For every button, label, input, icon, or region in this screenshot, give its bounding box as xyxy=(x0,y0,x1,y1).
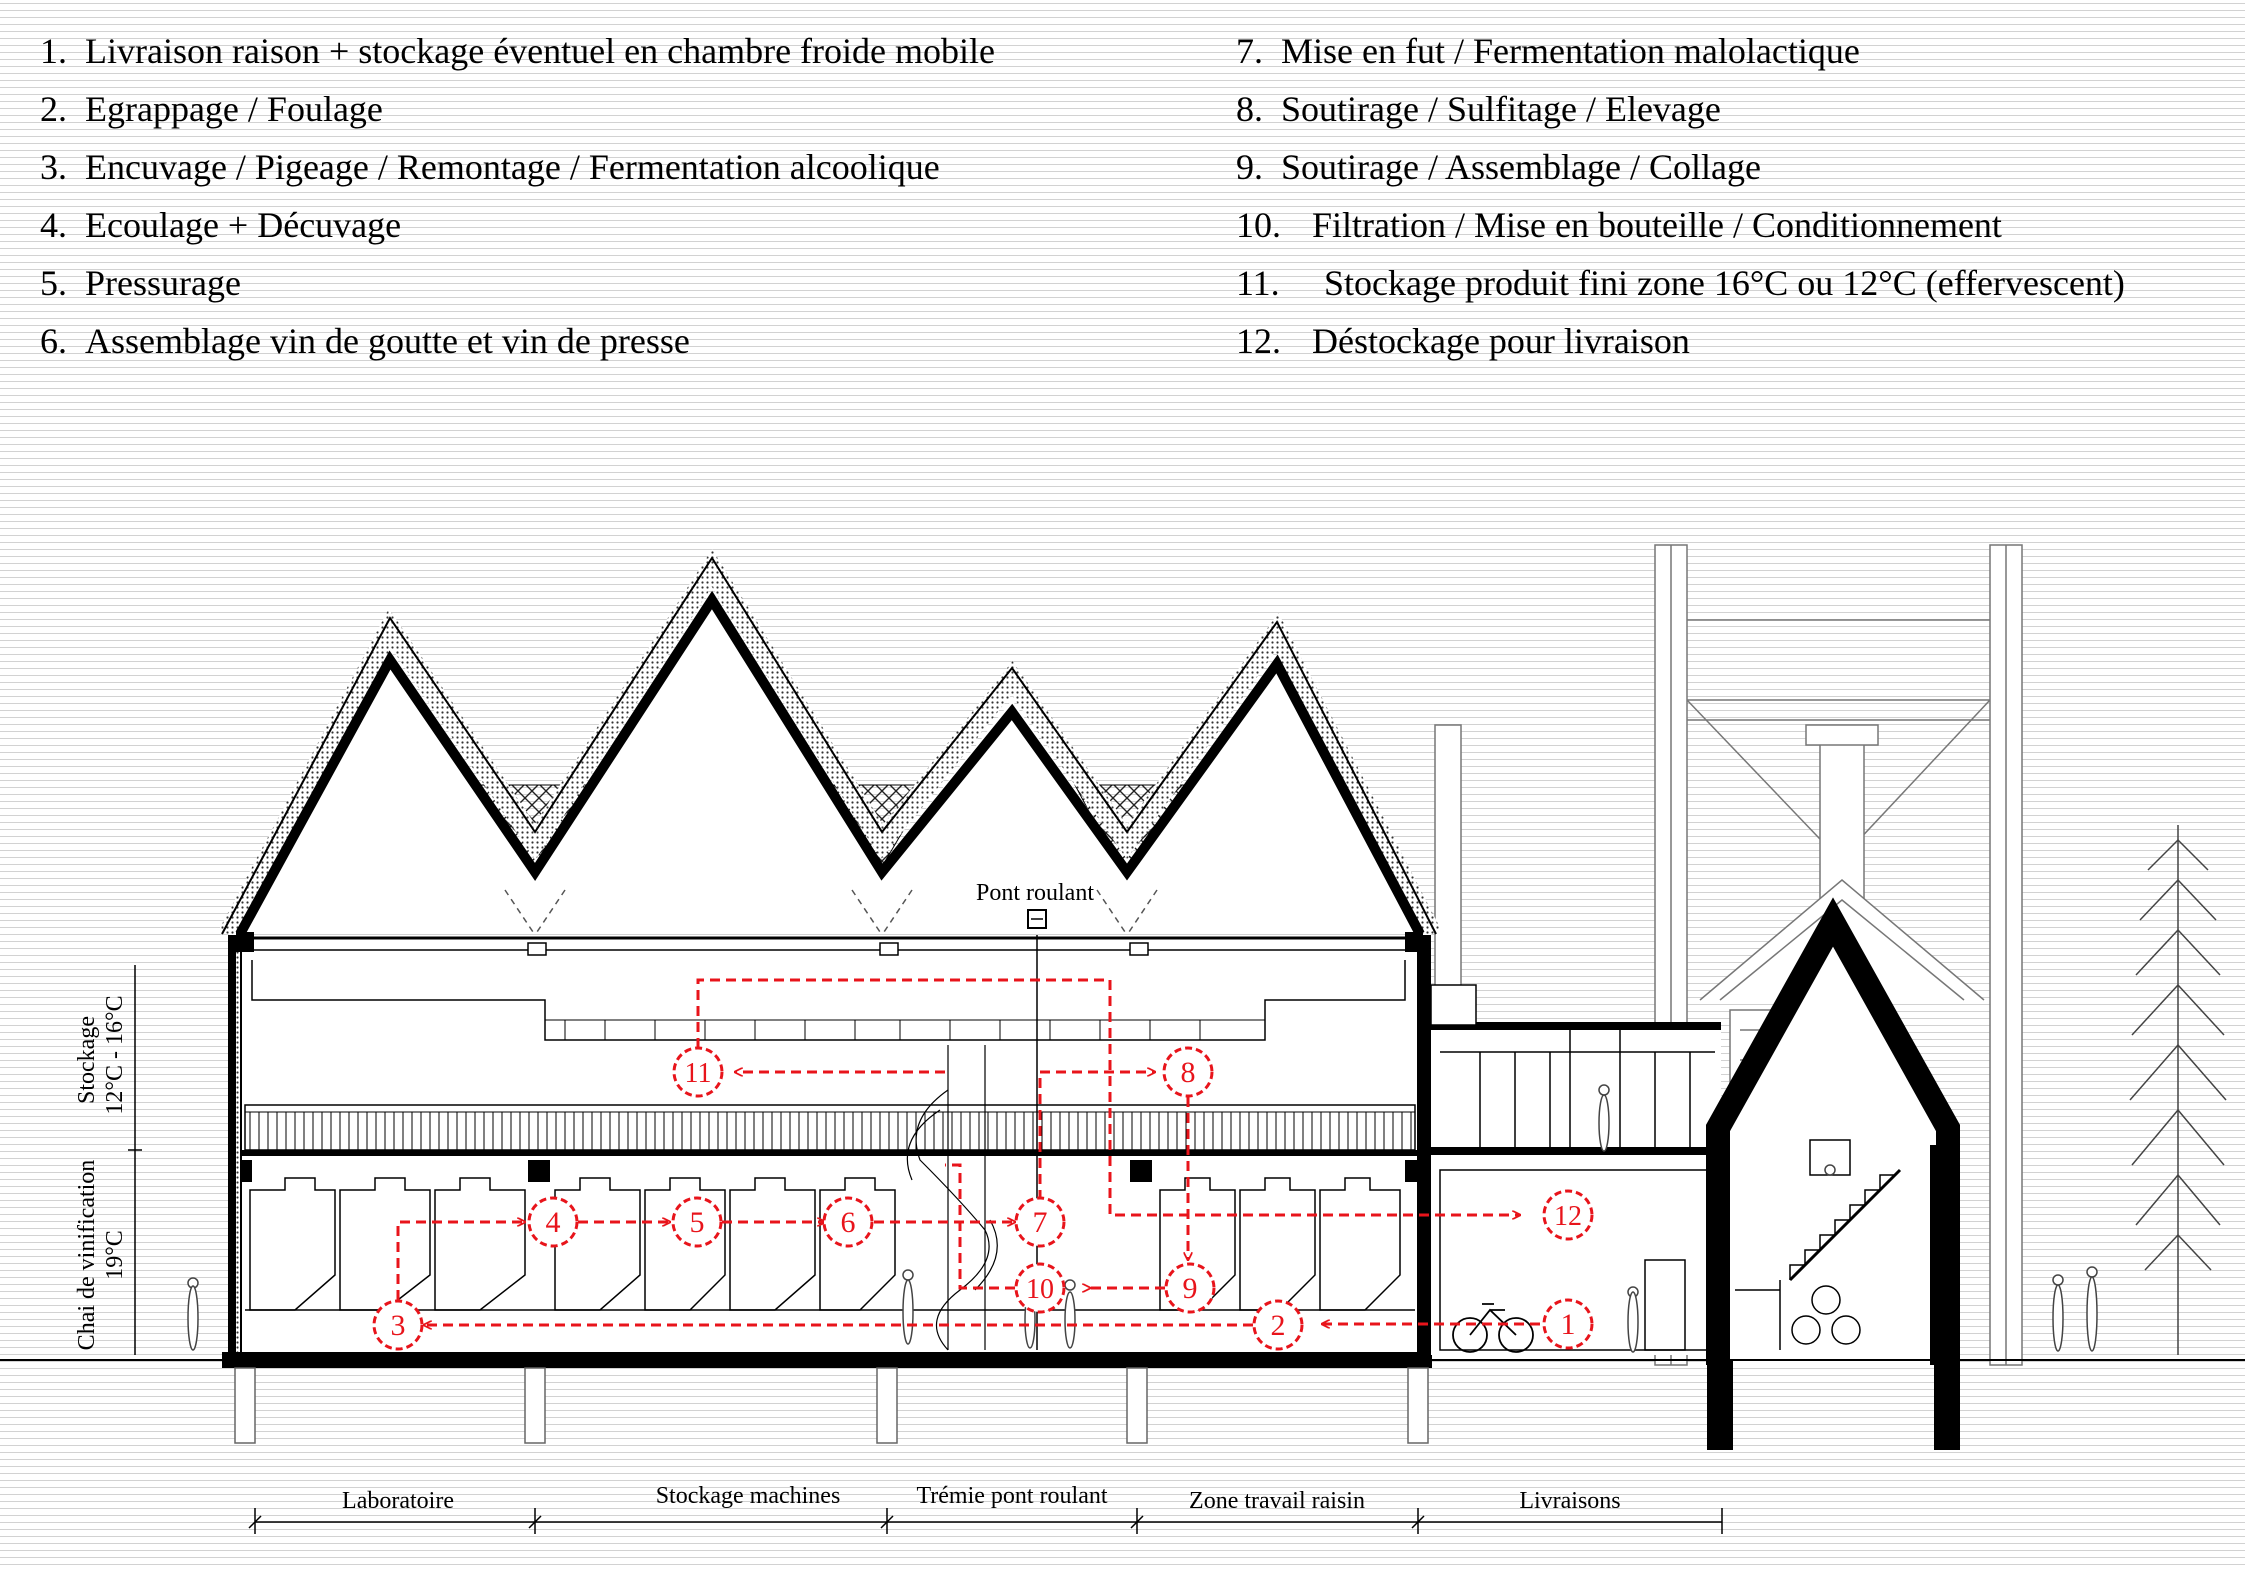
zone-label: Livraisons xyxy=(1519,1488,1620,1514)
legend-item: 8.Soutirage / Sulfitage / Elevage xyxy=(1236,89,1721,129)
step-marker-9: 9 xyxy=(1164,1262,1216,1314)
bicycle-icon xyxy=(1452,1303,1534,1353)
storage-racks xyxy=(249,1112,1412,1150)
svg-text:4: 4 xyxy=(546,1206,561,1239)
svg-text:11: 11 xyxy=(685,1058,712,1089)
svg-text:5: 5 xyxy=(690,1206,705,1239)
tree-icon xyxy=(2129,825,2227,1355)
svg-text:10: 10 xyxy=(1026,1274,1054,1305)
zone-label: Zone travail raisin xyxy=(1189,1488,1365,1514)
svg-text:7: 7 xyxy=(1033,1206,1048,1239)
svg-text:12: 12 xyxy=(1554,1201,1582,1232)
spiral-staircase xyxy=(906,1045,998,1351)
svg-text:2: 2 xyxy=(1271,1309,1286,1342)
svg-text:1: 1 xyxy=(1561,1308,1576,1341)
svg-text:8: 8 xyxy=(1181,1056,1196,1089)
legend-item: 10.Filtration / Mise en bouteille / Cond… xyxy=(1236,205,2002,245)
legend-item: 9.Soutirage / Assemblage / Collage xyxy=(1236,147,1761,187)
level-upper-line1: Stockage xyxy=(74,1016,100,1104)
step-marker-12: 12 xyxy=(1542,1189,1594,1241)
step-marker-11: 11 xyxy=(672,1046,724,1098)
legend-item: 11.Stockage produit fini zone 16°C ou 12… xyxy=(1236,263,2125,303)
zigzag-roof xyxy=(219,549,1441,939)
crane-label: Pont roulant xyxy=(976,880,1094,906)
zone-label: Laboratoire xyxy=(342,1488,454,1514)
level-upper-line2: 12°C - 16°C xyxy=(102,995,128,1114)
step-marker-8: 8 xyxy=(1162,1046,1214,1098)
zone-labels: Laboratoire Stockage machines Trémie pon… xyxy=(342,1483,1621,1514)
legend-item: 3.Encuvage / Pigeage / Remontage / Ferme… xyxy=(40,147,940,187)
step-marker-6: 6 xyxy=(822,1196,874,1248)
step-marker-2: 2 xyxy=(1252,1299,1304,1351)
process-legend-left: 1.Livraison raison + stockage éventuel e… xyxy=(40,22,995,370)
legend-item: 6.Assemblage vin de goutte et vin de pre… xyxy=(40,321,690,361)
svg-text:9: 9 xyxy=(1183,1272,1198,1305)
step-marker-4: 4 xyxy=(527,1196,579,1248)
legend-item: 1.Livraison raison + stockage éventuel e… xyxy=(40,31,995,71)
legend-item: 5.Pressurage xyxy=(40,263,241,303)
level-lower-line2: 19°C xyxy=(102,1230,128,1280)
foundation-piles xyxy=(234,1367,1429,1444)
svg-text:6: 6 xyxy=(841,1206,856,1239)
zone-dimension-line xyxy=(248,1508,1723,1534)
process-flow xyxy=(396,978,1540,1325)
step-marker-3: 3 xyxy=(372,1299,424,1351)
step-marker-10: 10 xyxy=(1014,1262,1066,1314)
zone-label: Stockage machines xyxy=(656,1483,841,1509)
annex-building xyxy=(1430,984,1721,1355)
step-marker-5: 5 xyxy=(671,1196,723,1248)
step-marker-7: 7 xyxy=(1014,1196,1066,1248)
level-lower-line1: Chai de vinification xyxy=(74,1160,100,1351)
gabled-house xyxy=(1706,897,1960,1365)
legend-item: 2.Egrappage / Foulage xyxy=(40,89,383,129)
level-labels: Stockage 12°C - 16°C Chai de vinificatio… xyxy=(74,965,142,1355)
main-building xyxy=(222,909,1432,1368)
step-marker-1: 1 xyxy=(1542,1298,1594,1350)
legend-item: 12.Déstockage pour livraison xyxy=(1236,321,1690,361)
legend-item: 7.Mise en fut / Fermentation malolactiqu… xyxy=(1236,31,1860,71)
zone-label: Trémie pont roulant xyxy=(916,1483,1107,1509)
legend-item: 4.Ecoulage + Décuvage xyxy=(40,205,402,245)
process-legend-right: 7.Mise en fut / Fermentation malolactiqu… xyxy=(1236,22,2125,370)
svg-text:3: 3 xyxy=(391,1309,406,1342)
process-steps: 1 2 3 4 5 6 7 8 9 10 11 12 xyxy=(372,1046,1594,1351)
